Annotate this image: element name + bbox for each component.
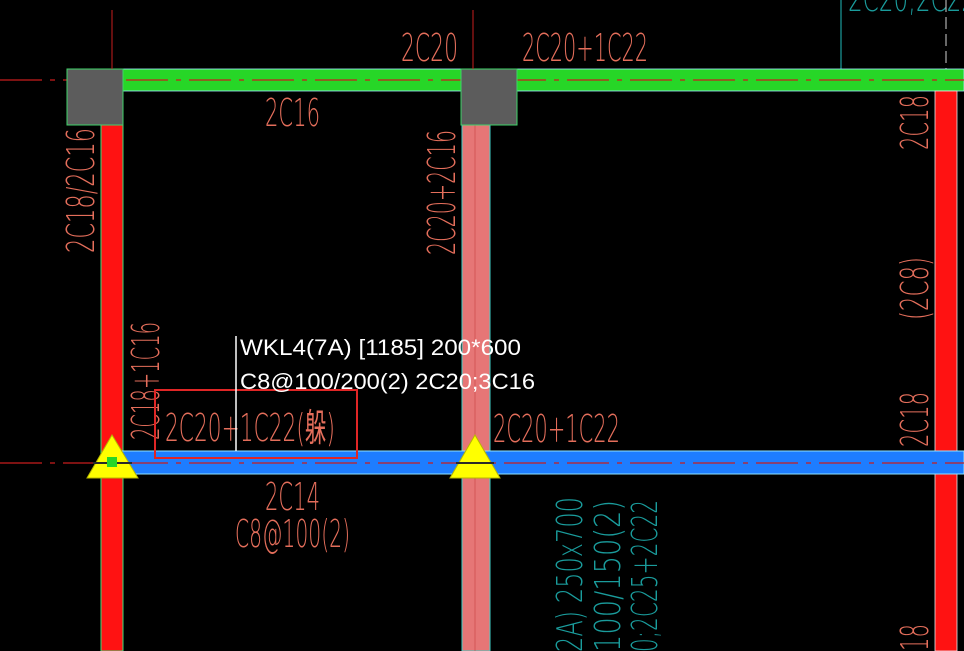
selected-beam-label-right: 2C20+1C22 bbox=[493, 407, 620, 451]
selected-beam-stirrup-label: C8@100(2) bbox=[235, 512, 350, 556]
left-column-label-upper: 2C18/2C16 bbox=[59, 128, 103, 253]
tooltip-line-2: C8@100/200(2) 2C20;3C16 bbox=[240, 369, 535, 394]
column-cap-middle[interactable] bbox=[460, 68, 518, 126]
middle-column-label: 2C20+2C16 bbox=[420, 130, 464, 255]
right-column-label-middle: (2C8) bbox=[893, 257, 937, 320]
column-left[interactable] bbox=[100, 124, 124, 651]
top-beam-label-right: 2C20+1C22 bbox=[522, 26, 648, 70]
right-column-label-bottom: 18 bbox=[893, 624, 937, 651]
tooltip-line-1: WKL4(7A) [1185] 200*600 bbox=[240, 335, 521, 360]
selected-beam-label-bottom: 2C14 bbox=[265, 475, 320, 519]
selected-beam-label-highlighted: 2C20+1C22(躲) bbox=[165, 406, 335, 450]
beam-info-tooltip: WKL4(7A) [1185] 200*600 C8@100/200(2) 2C… bbox=[235, 335, 535, 451]
column-cap-left[interactable] bbox=[66, 68, 124, 126]
right-column-label-upper: 2C18 bbox=[893, 95, 937, 150]
crossing-beam-label-1: 2A) 250x700 bbox=[550, 497, 591, 651]
crossing-beam-label-3: 0;2C25+2C22 bbox=[625, 500, 666, 651]
highlight-box bbox=[154, 389, 358, 459]
top-beam-label-left: 2C20 bbox=[401, 26, 458, 70]
grip-point[interactable] bbox=[107, 457, 117, 467]
support-triangle-icon bbox=[86, 434, 139, 479]
crossing-beam-label-2: 100/150(2) bbox=[588, 500, 629, 651]
top-beam-label-bottom: 2C16 bbox=[265, 91, 320, 135]
column-middle[interactable] bbox=[461, 124, 491, 651]
support-triangle-icon bbox=[449, 434, 501, 479]
column-right[interactable] bbox=[934, 90, 958, 651]
right-column-label-lower: 2C18 bbox=[893, 392, 937, 447]
clipped-beam-label: 2C20;2C22 bbox=[848, 0, 964, 20]
left-column-label-lower: 2C18+1C16 bbox=[124, 322, 168, 440]
